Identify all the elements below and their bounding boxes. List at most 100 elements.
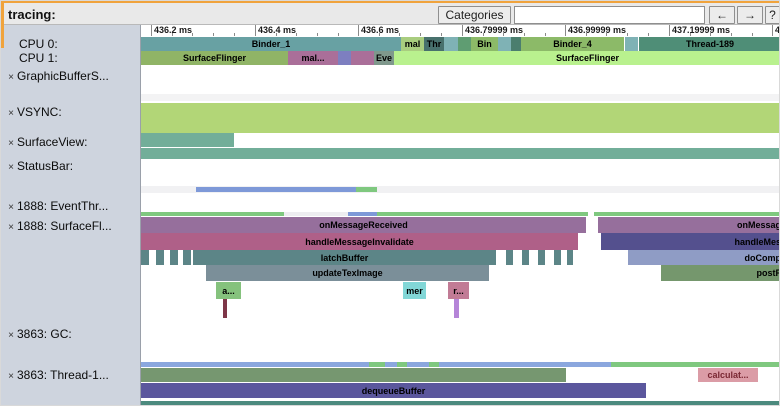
trace-slice[interactable] [567,250,573,265]
trace-slice[interactable]: handleMessageInvalidate [141,233,578,250]
trace-slice[interactable]: Bin [471,37,498,51]
trace-row-thread1-counter [141,362,779,367]
trace-row-surfaceflinger-counter [141,212,779,216]
trace-slice[interactable] [183,250,191,265]
trace-slice[interactable] [141,133,234,147]
trace-slice[interactable] [385,362,397,367]
trace-slice[interactable]: doComp [628,250,779,265]
ruler-tick-label: 436.2 ms [154,25,193,35]
ruler-minor-tick [710,33,712,36]
track-label: StatusBar: [17,159,74,173]
trace-slice[interactable]: postF [661,265,779,281]
ruler-tick-label: 436.99999 ms [568,25,627,35]
ruler-tick-label: 436.6 ms [361,25,400,35]
trace-slice[interactable] [141,362,369,367]
trace-slice[interactable] [611,362,779,367]
trace-row-onmessagereceived-level: onMessageReceived onMessag [141,217,779,233]
trace-slice[interactable] [141,148,779,159]
ruler-minor-tick [296,33,298,36]
trace-slice[interactable] [196,187,356,192]
trace-slice[interactable]: r... [448,282,469,299]
trace-slice[interactable]: Thr [424,37,444,51]
trace-slice[interactable] [356,187,377,192]
categories-button[interactable]: Categories [438,6,511,24]
trace-slice[interactable] [170,250,178,265]
ruler-minor-tick [440,33,442,36]
trace-slice[interactable] [538,250,545,265]
trace-slice[interactable] [369,362,385,367]
trace-slice[interactable] [429,362,439,367]
trace-slice[interactable]: onMessageReceived [141,217,586,233]
ruler-major-tick [565,25,566,36]
trace-slice[interactable] [141,250,149,265]
close-icon[interactable]: × [8,330,14,341]
filter-input[interactable] [514,6,705,24]
trace-slice[interactable] [348,212,377,216]
close-icon[interactable]: × [8,371,14,382]
sidebar-row: ×SurfaceView: [1,135,141,149]
trace-slice[interactable]: calculat... [698,368,758,382]
trace-row-surfaceview-track-top [141,133,779,147]
trace-slice[interactable] [554,250,561,265]
close-icon[interactable]: × [8,222,14,233]
trace-row-updatetexmage-level: updateTexImage postF [141,265,779,281]
trace-slice[interactable] [444,37,458,51]
pan-left-button[interactable]: ← [709,6,735,24]
trace-slice[interactable] [141,94,779,101]
trace-slice[interactable] [351,51,374,65]
trace-slice[interactable]: Eve [374,51,394,65]
pan-right-button[interactable]: → [737,6,763,24]
trace-slice[interactable] [625,37,638,51]
trace-slice[interactable] [522,250,529,265]
close-icon[interactable]: × [8,138,14,149]
trace-slice[interactable] [223,299,227,318]
close-icon[interactable]: × [8,162,14,173]
close-icon[interactable]: × [8,72,14,83]
trace-slice[interactable] [377,212,588,216]
trace-slice[interactable]: mal... [288,51,338,65]
trace-slice[interactable]: Binder_1 [141,37,401,51]
trace-slice[interactable] [458,37,471,51]
trace-slice[interactable]: mer [403,282,426,299]
ruler-minor-tick [751,33,753,36]
trace-slice[interactable] [284,212,348,216]
trace-slice[interactable] [141,368,566,382]
trace-slice[interactable] [156,250,164,265]
trace-slice[interactable] [594,212,779,216]
help-button[interactable]: ? [765,6,779,24]
ruler-minor-tick [275,33,277,36]
trace-slice[interactable] [498,37,511,51]
trace-slice[interactable] [511,37,521,51]
trace-slice[interactable] [141,212,284,216]
ruler-tick-label: 436.79999 ms [465,25,524,35]
trace-slice[interactable]: Binder_4 [521,37,624,51]
trace-slice[interactable]: updateTexImage [206,265,489,281]
trace-slice[interactable]: mal [401,37,424,51]
trace-slice[interactable]: dequeueBuffer [141,383,646,398]
ruler-minor-tick [689,33,691,36]
trace-slice[interactable]: Thread-189 [639,37,779,51]
trace-slice[interactable] [397,362,407,367]
trace-slice[interactable]: onMessag [598,217,779,233]
sidebar-row: ×StatusBar: [1,159,141,173]
trace-slice[interactable] [439,362,611,367]
trace-slice[interactable] [407,362,429,367]
trace-slice[interactable] [141,401,779,405]
trace-slice[interactable] [141,186,779,193]
trace-slice[interactable] [141,103,779,133]
trace-slice[interactable] [454,299,459,318]
trace-slice[interactable]: SurfaceFlinger [141,51,288,65]
track-label: CPU 0: [19,37,58,51]
trace-slice[interactable]: handleMes [601,233,779,250]
trace-row-surfaceview-track-bottom [141,148,779,159]
close-icon[interactable]: × [8,202,14,213]
ruler-tick-label: 437.19999 ms [672,25,731,35]
trace-slice[interactable]: SurfaceFlinger [394,51,779,65]
close-icon[interactable]: × [8,108,14,119]
ruler-minor-tick [627,33,629,36]
trace-slice[interactable] [506,250,513,265]
trace-slice[interactable]: a... [216,282,241,299]
trace-slice[interactable]: latchBuffer [193,250,496,265]
trace-slice[interactable] [338,51,351,65]
